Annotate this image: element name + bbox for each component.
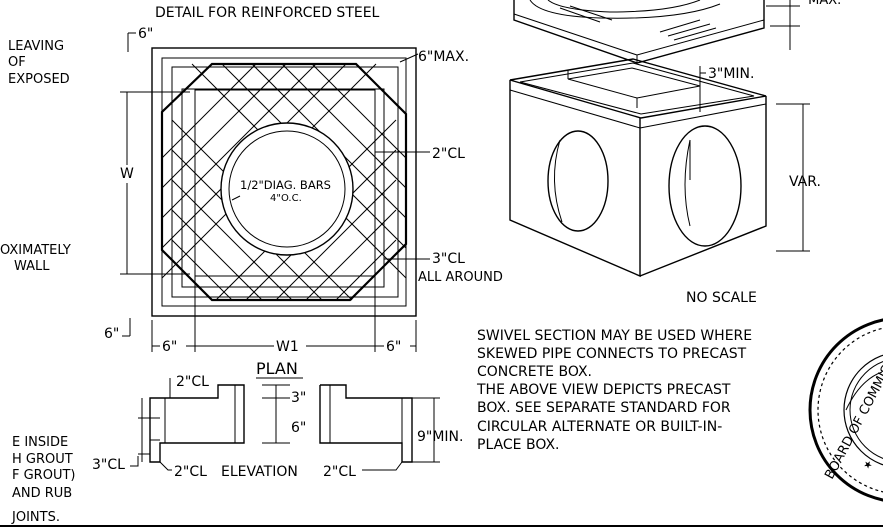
all-around-label: ALL AROUND xyxy=(418,270,503,285)
dim-6-max: 6"MAX. xyxy=(418,49,469,65)
note-line: THE ABOVE VIEW DEPICTS PRECAST xyxy=(476,382,731,398)
left-notes-top: LEAVING OF EXPOSED xyxy=(8,39,70,87)
iso-dim-var: VAR. xyxy=(789,174,821,190)
pipe-opening-inner xyxy=(228,130,346,248)
note-line: CONCRETE BOX. xyxy=(477,364,592,380)
dim-w1: W1 xyxy=(276,339,299,355)
note-line: SWIVEL SECTION MAY BE USED WHERE xyxy=(477,328,752,344)
isometric-box: " MAX. 3"MIN. VAR. NO SCALE xyxy=(509,0,841,306)
left-note-line: OF xyxy=(8,55,26,70)
diagonal-bars xyxy=(161,63,407,301)
left-notes-bottom: E INSIDE H GROUT F GROUT) AND RUB JOINTS… xyxy=(11,435,75,525)
left-note-line: F GROUT) xyxy=(12,468,75,483)
note-line: BOX. SEE SEPARATE STANDARD FOR xyxy=(477,400,731,416)
left-note-line: E INSIDE xyxy=(12,435,68,450)
elev-dim-9-min: 9"MIN. xyxy=(417,429,463,445)
dim-6-left: 6" xyxy=(104,326,119,342)
detail-title: DETAIL FOR REINFORCED STEEL xyxy=(155,5,380,21)
dim-w: W xyxy=(120,166,134,182)
elevation-view: 3" 6" 2"CL 3"CL 9"MIN. 2"CL ELEVATION 2"… xyxy=(92,374,463,480)
dim-6-bottom-left: 6" xyxy=(162,339,177,355)
elev-dim-3: 3" xyxy=(291,390,306,406)
elev-label-right: 2"CL xyxy=(323,464,356,480)
left-note-line: WALL xyxy=(14,259,50,274)
plan-label: PLAN xyxy=(256,359,298,378)
plan-view: 1/2"DIAG. BARS 4"O.C. xyxy=(151,47,417,317)
no-scale-label: NO SCALE xyxy=(686,290,757,306)
dim-2-cl: 2"CL xyxy=(432,146,465,162)
left-note-line: LEAVING xyxy=(8,39,64,54)
iso-dim-3-min: 3"MIN. xyxy=(708,66,754,82)
general-notes: SWIVEL SECTION MAY BE USED WHERE SKEWED … xyxy=(476,328,752,453)
plan-dimensions: 6" 6"MAX. 2"CL 3"CL ALL AROUND W 6" 6" W… xyxy=(104,26,503,379)
left-notes-mid: OXIMATELY WALL xyxy=(0,243,71,274)
left-note-line: EXPOSED xyxy=(8,72,70,87)
left-note-line: AND RUB xyxy=(12,486,72,501)
dim-3-cl: 3"CL xyxy=(432,251,465,267)
note-line: CIRCULAR ALTERNATE OR BUILT-IN- xyxy=(477,419,722,435)
bars-label: 1/2"DIAG. BARS xyxy=(240,178,331,192)
elev-label-left: 2"CL xyxy=(174,464,207,480)
dim-6-bottom-right: 6" xyxy=(386,339,401,355)
elev-label-mid: ELEVATION xyxy=(221,464,298,480)
dim-6-top: 6" xyxy=(138,26,153,42)
elev-dim-2-cl-top: 2"CL xyxy=(176,374,209,390)
iso-dim-max: " MAX. xyxy=(798,0,841,8)
seal-text: BOARD OF COMMISS xyxy=(822,356,883,482)
commission-seal: ★ BOARD OF COMMISS xyxy=(808,318,883,502)
note-line: SKEWED PIPE CONNECTS TO PRECAST xyxy=(477,346,747,362)
left-note-line: JOINTS. xyxy=(11,510,60,525)
pipe-opening-right xyxy=(668,125,742,247)
elev-dim-6: 6" xyxy=(291,420,306,436)
note-line: PLACE BOX. xyxy=(477,437,560,453)
left-note-line: OXIMATELY xyxy=(0,243,71,258)
elev-dim-3-cl: 3"CL xyxy=(92,457,125,473)
pipe-opening-left xyxy=(547,130,609,232)
bars-spacing-label: 4"O.C. xyxy=(270,193,302,204)
left-note-line: H GROUT xyxy=(12,452,73,467)
